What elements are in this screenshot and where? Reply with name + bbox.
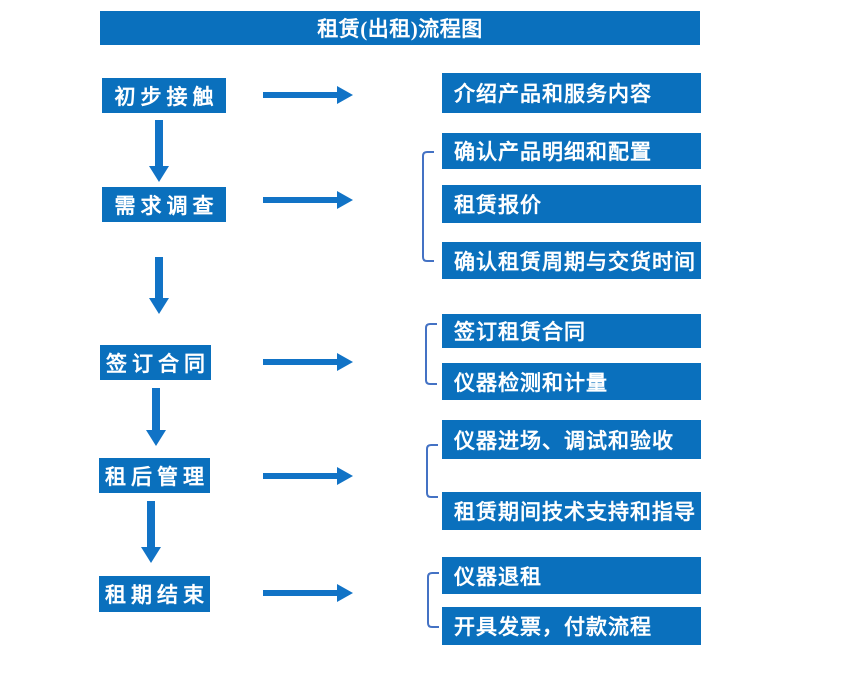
step-box-rental-end: 租期结束	[99, 576, 210, 612]
step-box-demand-survey: 需求调查	[102, 187, 226, 222]
step-box-initial-contact: 初步接触	[102, 78, 226, 113]
step-box-sign-contract: 签订合同	[100, 345, 211, 380]
detail-box-invoice-payment: 开具发票，付款流程	[442, 607, 701, 645]
detail-box-tech-support-guidance: 租赁期间技术支持和指导	[442, 492, 701, 530]
horizontal-arrow-2	[263, 191, 353, 209]
detail-box-sign-rental-contract: 签订租赁合同	[442, 314, 701, 348]
detail-box-confirm-product-config: 确认产品明细和配置	[442, 133, 701, 169]
detail-box-intro-products-services: 介绍产品和服务内容	[442, 73, 701, 113]
horizontal-arrow-3	[263, 353, 353, 371]
group-bracket-2	[422, 151, 434, 262]
vertical-arrow-2	[149, 257, 169, 314]
group-bracket-4	[426, 444, 438, 498]
vertical-arrow-4	[141, 501, 161, 563]
detail-box-instrument-testing-metering: 仪器检测和计量	[442, 363, 701, 400]
vertical-arrow-1	[149, 120, 169, 182]
group-bracket-5	[427, 572, 439, 628]
detail-box-instrument-return: 仪器退租	[442, 557, 701, 594]
horizontal-arrow-1	[263, 86, 353, 104]
detail-box-instrument-entry-debug-acceptance: 仪器进场、调试和验收	[442, 420, 701, 459]
detail-box-rental-quotation: 租赁报价	[442, 185, 701, 223]
vertical-arrow-3	[146, 388, 166, 446]
horizontal-arrow-4	[263, 467, 353, 485]
detail-box-confirm-period-delivery: 确认租赁周期与交货时间	[442, 242, 701, 279]
step-box-post-rental-management: 租后管理	[99, 458, 210, 493]
group-bracket-3	[425, 323, 437, 385]
flowchart-title: 租赁(出租)流程图	[100, 11, 700, 45]
horizontal-arrow-5	[263, 584, 353, 602]
